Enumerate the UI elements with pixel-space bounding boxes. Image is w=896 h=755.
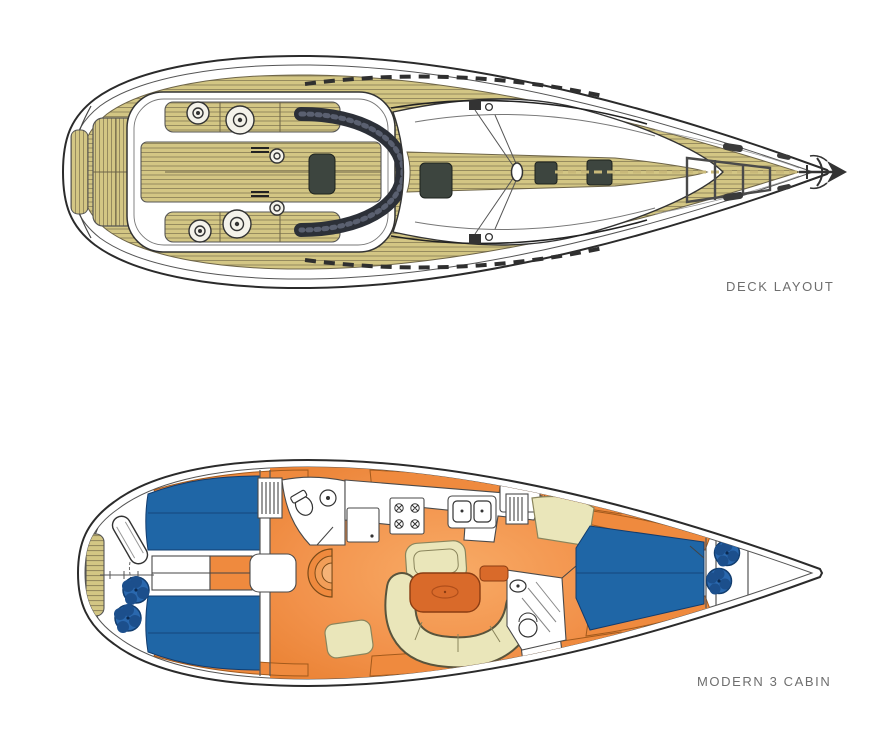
winch-icon [225, 105, 255, 135]
stove-icon [394, 503, 420, 529]
mast-icon [510, 162, 524, 182]
deck-layout-plan [55, 44, 855, 304]
stern-thruster-propeller-icon [114, 604, 142, 633]
sink-drain [460, 509, 464, 513]
winch-icon [269, 200, 285, 216]
toilet-seat [518, 612, 538, 623]
bow-cleat [777, 184, 792, 191]
winch-icon [269, 148, 285, 164]
deck-fitting [722, 142, 743, 153]
side-locker [479, 565, 509, 582]
winches [186, 101, 285, 243]
companionway-landing [249, 553, 297, 593]
track-car-starboard [469, 232, 494, 244]
cockpit-coaming-inner [133, 98, 389, 246]
companionway [249, 548, 333, 598]
hanging-locker [505, 493, 529, 525]
deck-fitting [723, 191, 744, 202]
winch-icon [186, 101, 210, 125]
cockpit-pedestal [308, 153, 336, 195]
deck-hatch [534, 161, 558, 185]
chaise-seat [324, 619, 374, 659]
forward-cabin-furniture [505, 493, 595, 547]
handrail-port [414, 113, 656, 137]
bow-cleat [776, 153, 791, 160]
settee-seams [414, 621, 501, 652]
clutch-bank-starboard [251, 191, 269, 197]
table-inlay [431, 585, 459, 599]
genoa-track-port [390, 99, 648, 125]
track-car-port [469, 100, 494, 112]
liferaft-icon [111, 515, 149, 565]
toilet-icon [518, 618, 538, 638]
stern-thruster-propeller-icon [122, 576, 150, 605]
sink-drain [516, 584, 520, 588]
clutch-bank-port [251, 147, 269, 153]
deck-layout-caption: DECK LAYOUT [726, 279, 835, 294]
interior-layout-drawing [76, 458, 824, 688]
interior-layout-plan [70, 450, 840, 700]
sink-drain [326, 496, 330, 500]
winch-icon [222, 209, 252, 239]
toerail-track-starboard [304, 246, 604, 270]
hull-inner-line [84, 466, 814, 680]
shower-grate [521, 581, 561, 633]
genoa-track-starboard [390, 219, 648, 245]
companionway-hatch [419, 162, 453, 199]
hanger-icon [261, 482, 279, 514]
cabin-door [689, 545, 705, 559]
foredeck-hatch [685, 156, 772, 204]
fridge [346, 507, 380, 543]
forward-head [479, 565, 577, 651]
galley-stove [389, 497, 425, 535]
shroud-line [474, 109, 519, 235]
steering-linkage [100, 571, 154, 579]
head-door [561, 565, 577, 579]
lazarette [85, 509, 154, 637]
bow-thruster-propeller-icon [705, 567, 733, 595]
handrail-starboard [414, 207, 656, 231]
toilet-icon [290, 489, 314, 516]
bench-seams [165, 102, 381, 242]
v-berth [575, 525, 705, 631]
companionway-steps [321, 562, 333, 584]
interior-layout-caption: MODERN 3 CABIN [697, 674, 832, 689]
forward-cabin [575, 525, 717, 631]
sink-drain [480, 509, 484, 513]
winch-icon [188, 219, 212, 243]
berth-seams [148, 512, 260, 634]
head-door [316, 526, 334, 546]
aft-cabins [145, 470, 271, 676]
hanger-icon [509, 497, 523, 521]
cockpit [126, 91, 411, 253]
fridge-latch [370, 534, 374, 538]
deck-hardware [304, 74, 800, 270]
toerail-track-port [304, 74, 604, 98]
liferaft-tether [128, 561, 133, 589]
bow-area [705, 539, 749, 601]
anchor-icon [799, 154, 847, 190]
table-center [443, 590, 447, 594]
deck-layout-drawing [61, 54, 847, 290]
aft-head [257, 476, 346, 546]
swim-platform [70, 129, 89, 215]
